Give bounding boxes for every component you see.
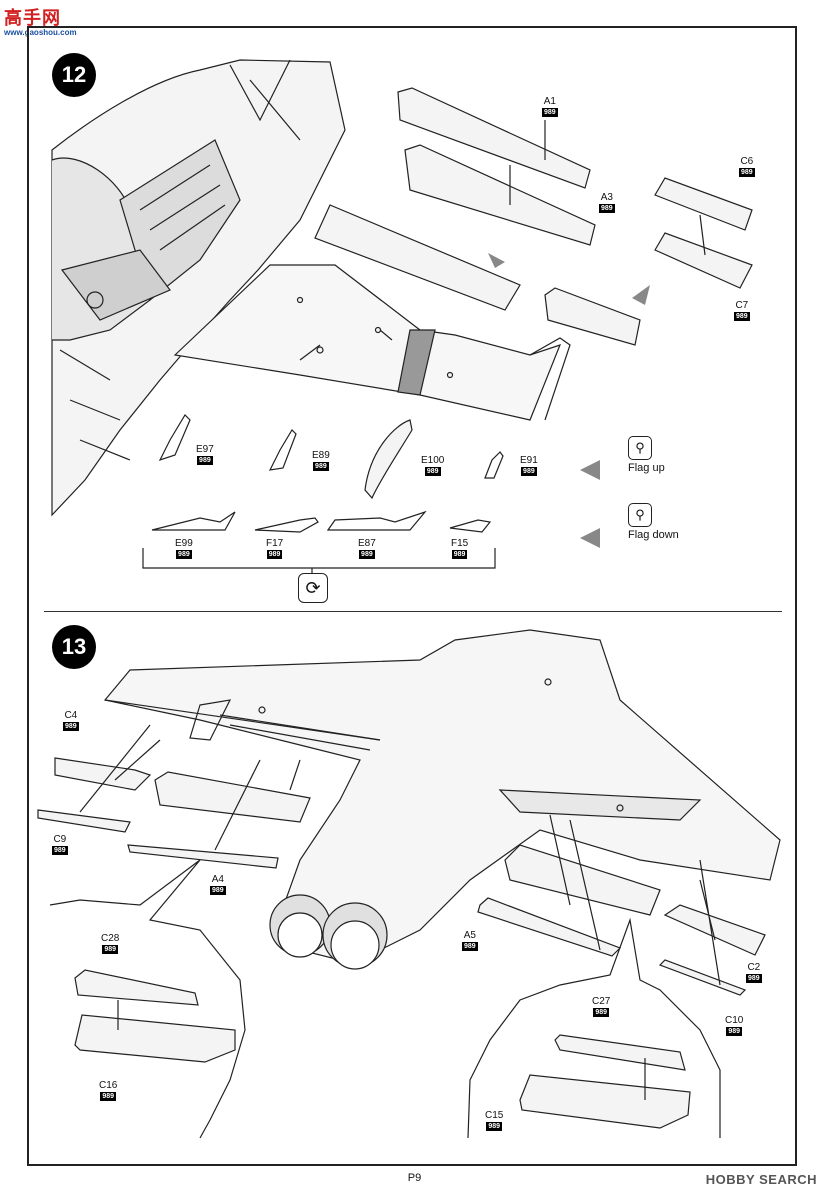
watermark-url: www.gaoshou.com (4, 28, 77, 37)
step13-leader-lines (49, 724, 721, 1139)
flag-down-icon: ⚲ (628, 503, 652, 527)
flag-up-label: Flag up (628, 462, 665, 474)
step12-wing (173, 264, 571, 421)
step12-flaps (314, 87, 753, 346)
page-number: P9 (407, 1172, 422, 1184)
watermark-logo: 高手网 www.gaoshou.com (4, 4, 77, 37)
watermark-title: 高手网 (4, 8, 61, 28)
step-number-13: 13 (52, 625, 96, 669)
watermark-bottom: HOBBY SEARCH (705, 1172, 817, 1187)
flag-up-legend: ⚲ Flag up (628, 436, 665, 474)
step-divider (44, 611, 782, 612)
step13-flaps (37, 757, 766, 996)
step-number-12: 12 (52, 53, 96, 97)
flag-down-label: Flag down (628, 529, 679, 541)
step12-fuselage (51, 59, 346, 517)
flag-down-legend: ⚲ Flag down (628, 503, 679, 541)
page-frame (27, 26, 797, 1166)
step13-detail-parts (74, 969, 691, 1129)
repeat-icon: ⟳ (298, 573, 328, 603)
step13-aircraft (103, 629, 781, 970)
step12-arrows (488, 253, 650, 548)
flag-up-icon: ⚲ (628, 436, 652, 460)
step12-small-parts (142, 414, 504, 573)
